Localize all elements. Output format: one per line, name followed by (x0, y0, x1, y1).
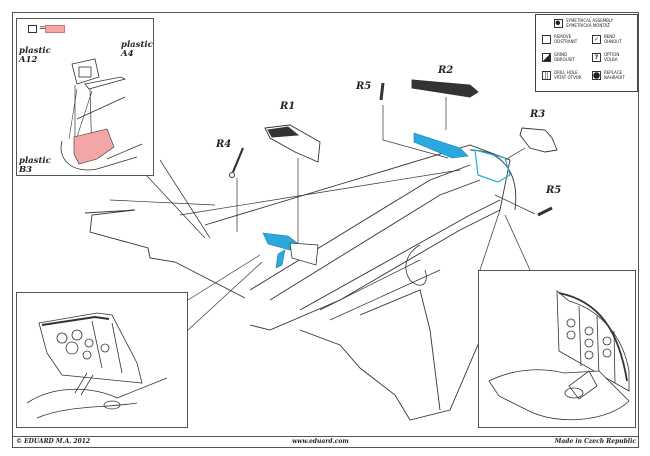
inset-bottom-right (478, 270, 636, 428)
option-icon: ? (592, 53, 601, 62)
etched-part-r2-installed (413, 132, 469, 159)
remove-icon (542, 35, 551, 44)
part-label-r2: R2 (438, 65, 454, 76)
key-equals: = (39, 23, 46, 32)
part-r4-strut (229, 147, 245, 232)
part-label-r5-right: R5 (546, 185, 562, 196)
part-label-r5-top: R5 (356, 81, 372, 92)
replace-icon (592, 71, 601, 80)
grind-icon (542, 53, 551, 62)
callout-line-bottom-right (479, 209, 531, 271)
callout-line-bottom-left (187, 254, 263, 331)
fuselage-outline (204, 144, 511, 331)
footer-divider (12, 436, 639, 437)
part-r5-top (379, 82, 449, 159)
sheet-frame (12, 12, 639, 448)
inset-bottom-left (16, 292, 188, 428)
footer-copyright: © EDUARD M.A. 2012 (16, 438, 91, 445)
etched-part-r3-installed (474, 149, 511, 183)
footer-website[interactable]: www.eduard.com (292, 438, 349, 445)
part-label-r4: R4 (216, 139, 232, 150)
footer-made-in: Made in Czech Republic (554, 438, 636, 445)
part-r2 (411, 79, 479, 130)
remove-key-icon (28, 25, 37, 33)
removed-area-swatch (45, 25, 65, 33)
part-label-r3: R3 (530, 109, 546, 120)
inset-top-left-drawing (60, 58, 143, 171)
part-label-r1: R1 (280, 101, 296, 112)
part-r5-right (494, 194, 553, 217)
wing-right-lower (299, 289, 491, 421)
part-r3 (504, 127, 558, 161)
etched-part-strut-installed (275, 249, 286, 269)
bend-icon: ✓ (592, 35, 601, 44)
removed-area (73, 128, 115, 165)
inset-bottom-right-drawing (488, 290, 630, 421)
wing-left (84, 209, 246, 299)
inset-bottom-left-drawing (26, 312, 168, 419)
drill-hole-icon (542, 71, 551, 80)
part-r1 (264, 124, 321, 248)
symmetrical-assembly-icon (554, 19, 563, 28)
